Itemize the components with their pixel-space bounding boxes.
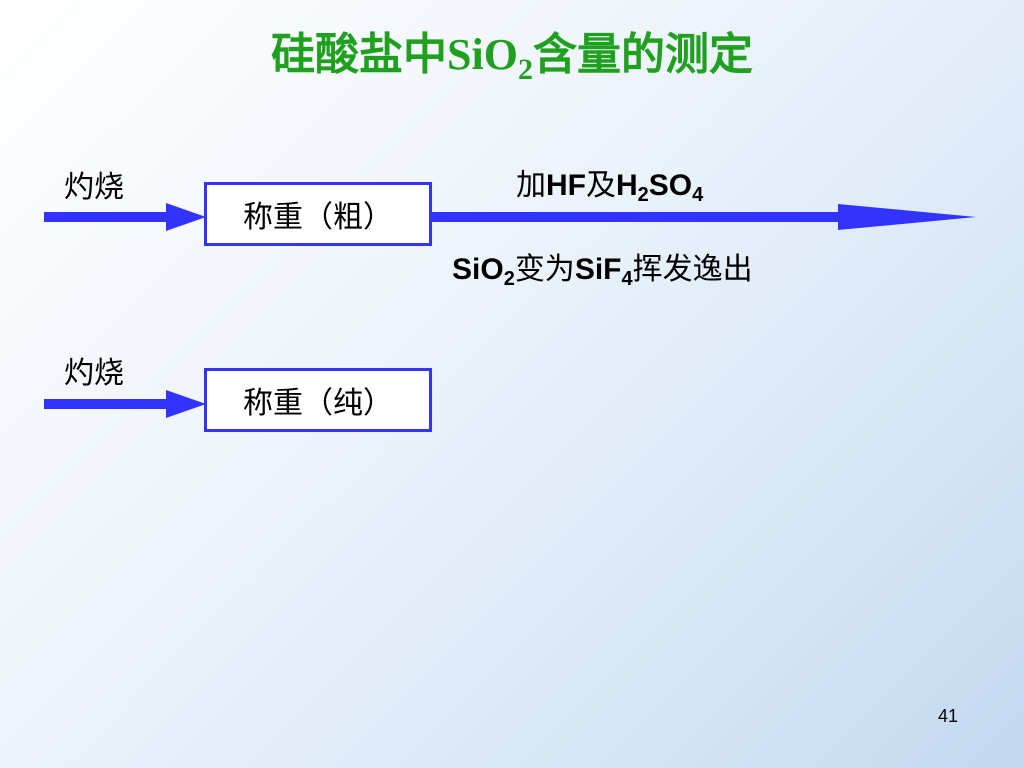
result-label: SiO2变为SiF4挥发逸出 <box>452 252 753 290</box>
weigh-pure-box: 称重（纯） <box>204 368 432 432</box>
heat-label-top: 灼烧 <box>64 170 124 205</box>
page-title: 硅酸盐中SiO2含量的测定 <box>0 18 1024 86</box>
arrow-bottom-in <box>44 390 206 418</box>
heat-label-bottom: 灼烧 <box>64 356 124 391</box>
weigh-crude-box: 称重（粗） <box>204 182 432 246</box>
page-number: 41 <box>938 706 959 726</box>
title-formula: SiO2 <box>447 30 533 86</box>
arrow-top-in <box>44 203 206 231</box>
title-prefix: 硅酸盐中 <box>271 29 448 80</box>
arrow-top-out <box>430 204 976 230</box>
title-suffix: 含量的测定 <box>532 29 753 80</box>
reagent-label: 加HF及H2SO4 <box>516 168 704 206</box>
